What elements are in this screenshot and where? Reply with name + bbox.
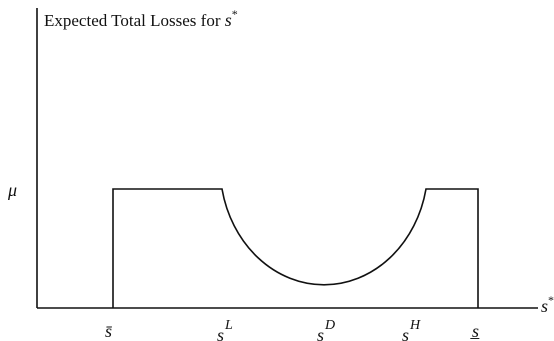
- x-label-s-underbar: s̲: [470, 321, 480, 341]
- x-label-s-D: sD: [317, 318, 335, 341]
- x-label-s-L: sL: [217, 318, 233, 341]
- chart-title: Expected Total Losses for s*: [44, 7, 238, 30]
- loss-curve: [112, 188, 479, 308]
- x-label-s-bar: s̄: [105, 321, 113, 341]
- y-tick-label-mu: μ: [7, 180, 17, 200]
- x-axis-label: s*: [541, 293, 554, 316]
- x-label-s-H: sH: [402, 318, 421, 341]
